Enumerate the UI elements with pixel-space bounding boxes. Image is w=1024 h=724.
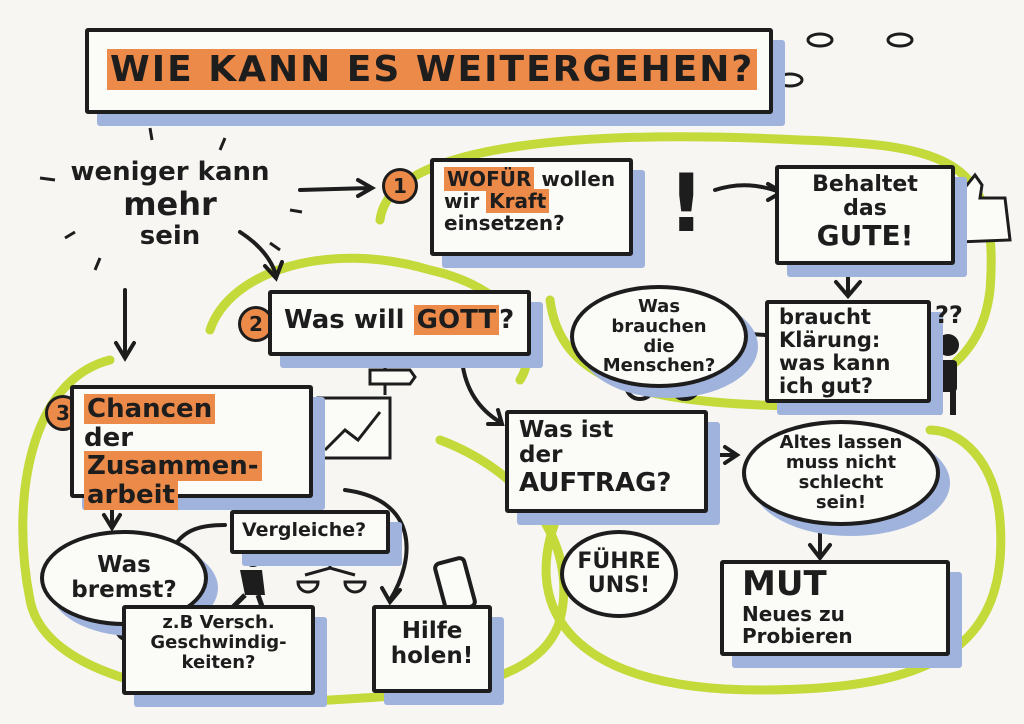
q1-text: wollen xyxy=(534,167,616,191)
mission-text: Was ist xyxy=(519,417,614,443)
question-3-box: Chancen der Zusammen- arbeit xyxy=(70,385,313,510)
brake-text: Was xyxy=(97,551,151,578)
q1-highlight: WOFÜR xyxy=(444,167,535,191)
keep-text: das xyxy=(843,196,887,222)
arrow-mission-to-letgo xyxy=(703,445,741,465)
arrow-to-q1 xyxy=(298,178,377,198)
speed-box: z.B Versch.Geschwindig-keiten? xyxy=(122,605,315,695)
question-marks: ?? xyxy=(935,301,963,329)
question-2-box: Was will GOTT? xyxy=(268,290,531,356)
clarify-text: braucht xyxy=(779,305,871,329)
q2-highlight: GOTT xyxy=(413,305,500,335)
arrow-letgo-to-courage xyxy=(808,523,832,562)
mission-text: der xyxy=(519,442,563,469)
q3-highlight: Zusammen- xyxy=(84,451,262,482)
arrow-brake-to-compare xyxy=(173,523,227,547)
q1-text: wir xyxy=(444,189,487,213)
courage-title: MUT xyxy=(742,564,827,604)
question-1-box: WOFÜR wollen wir Kraft einsetzen? xyxy=(430,158,633,256)
letgo-text: schlecht xyxy=(798,472,884,493)
q3-highlight: arbeit xyxy=(84,479,178,510)
brake-text: bremst? xyxy=(71,577,177,603)
q3-text: der xyxy=(84,422,134,453)
q3-highlight: Chancen xyxy=(84,394,216,424)
lead-text: FÜHRE xyxy=(577,548,661,574)
letgo-text: sein! xyxy=(815,491,867,513)
arrow-keep-to-clarify xyxy=(834,260,862,300)
green-outline-left xyxy=(18,355,569,706)
q2-text: Was will xyxy=(284,305,414,335)
people-text: die xyxy=(643,335,675,357)
green-outline-bottom-right xyxy=(541,425,1006,695)
compare-text: Vergleiche? xyxy=(242,519,367,541)
thinking-person-icon xyxy=(935,334,959,415)
exclamation-mark: ! xyxy=(668,157,705,250)
lead-text: UNS! xyxy=(587,573,651,598)
courage-text: Neues zu xyxy=(742,602,845,627)
mission-text: AUFTRAG? xyxy=(519,467,672,498)
speed-text: z.B Versch. xyxy=(162,612,275,633)
q1-text: einsetzen? xyxy=(444,211,565,235)
keep-text: Behaltet xyxy=(812,172,918,197)
courage-text: Probieren xyxy=(742,624,853,649)
thumbs-up-icon xyxy=(953,172,1012,244)
chart-icon xyxy=(316,396,392,460)
help-text: Hilfe xyxy=(401,618,463,644)
arrow-q2-to-mission xyxy=(460,358,505,426)
letgo-text: Altes lassen xyxy=(779,432,903,454)
letgo-text: muss nicht xyxy=(785,452,897,474)
speed-text: Geschwindig- xyxy=(150,631,287,653)
intro-line: weniger kann xyxy=(70,157,270,187)
people-text: brauchen xyxy=(611,315,707,337)
clarify-text: ich gut? xyxy=(779,374,874,399)
arrow-to-q3 xyxy=(114,288,136,362)
arrow-q3-to-help xyxy=(343,488,409,606)
intro-line: mehr xyxy=(123,184,217,223)
compare-box: Vergleiche? xyxy=(230,510,390,554)
page-title: WIE KANN ES WEITERGEHEN? xyxy=(107,49,758,90)
sun-rays xyxy=(39,127,303,271)
arrow-to-keep xyxy=(713,182,787,202)
keep-good-box: Behaltet das GUTE! xyxy=(775,165,955,265)
scales-icon xyxy=(296,546,367,594)
intro-line: sein xyxy=(139,220,201,251)
intro-text: weniger kann mehr sein xyxy=(70,158,270,250)
clarify-text: Klärung: xyxy=(779,328,881,353)
arrow-to-q2 xyxy=(238,230,284,282)
speed-text: keiten? xyxy=(181,651,256,673)
step-1-badge: 1 xyxy=(382,168,418,204)
people-text: Was xyxy=(637,295,681,317)
q2-text: ? xyxy=(499,305,515,335)
keep-text: GUTE! xyxy=(816,219,914,253)
clarify-text: was kann xyxy=(779,351,891,376)
help-text: holen! xyxy=(390,643,474,670)
q1-highlight: Kraft xyxy=(486,189,550,213)
title-banner: WIE KANN ES WEITERGEHEN? xyxy=(85,28,773,114)
people-text: Menschen? xyxy=(602,355,716,377)
